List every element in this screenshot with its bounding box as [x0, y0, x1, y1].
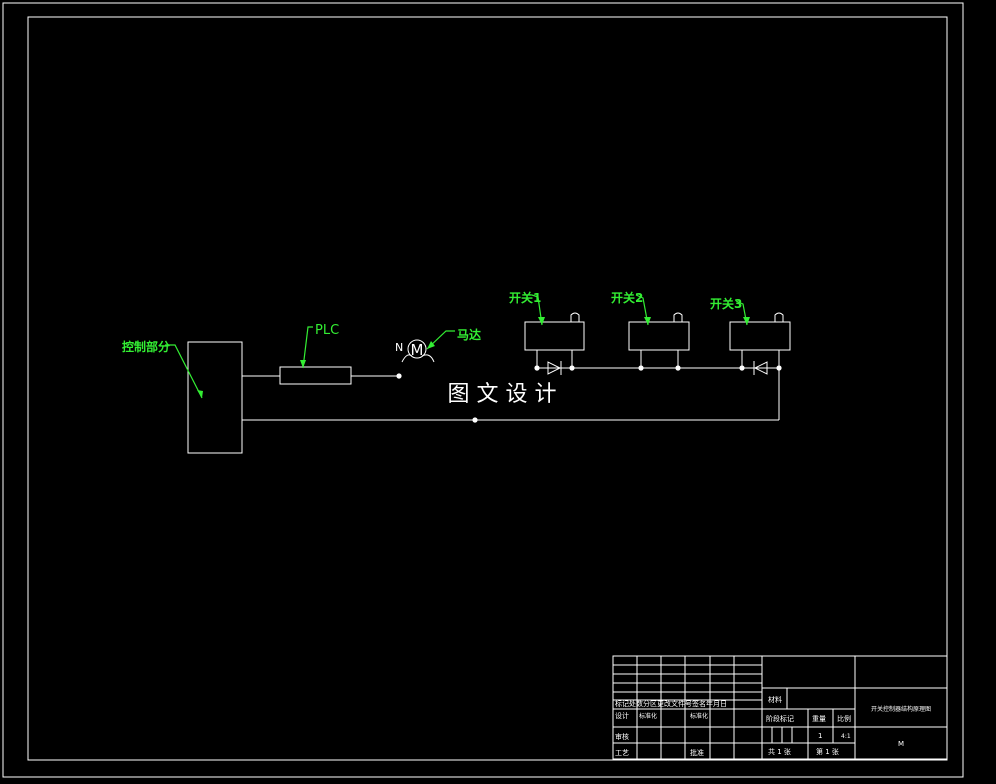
title-block-frame — [612, 655, 948, 760]
label-switch2: 开关2 — [611, 290, 643, 305]
tb-stage-mark: 阶段标记 — [766, 714, 794, 723]
label-control: 控制部分 — [122, 339, 170, 354]
leader-switch2 — [635, 294, 649, 326]
label-switch3: 开关3 — [710, 296, 742, 311]
motor-lead-left — [401, 354, 413, 363]
switch2-tab — [673, 312, 683, 322]
switch1-box — [524, 321, 585, 351]
node-s3-left — [739, 365, 745, 371]
switch2-box — [628, 321, 690, 351]
tb-mark-header: 标记处数分区更改文件号签名年月日 — [615, 699, 727, 708]
arrow-control — [197, 390, 203, 398]
motor-circle — [407, 339, 427, 359]
leader-motor — [426, 330, 455, 350]
motor-n-label: N — [395, 341, 403, 354]
node-s2-left — [638, 365, 644, 371]
tb-process: 工艺 — [615, 749, 629, 757]
motor-symbol: M — [411, 341, 424, 359]
switch3-tab — [774, 312, 784, 322]
node-return — [472, 417, 478, 423]
tb-material: 材料 — [768, 695, 782, 704]
label-switch1: 开关1 — [509, 290, 541, 305]
plc-box — [279, 366, 352, 385]
arrow-plc — [300, 360, 306, 368]
tb-standardize-2: 标准化 — [690, 712, 708, 720]
tb-weight-value: 1 — [818, 732, 822, 740]
label-motor: 马达 — [457, 327, 481, 342]
leader-plc — [302, 326, 313, 369]
inner-frame — [27, 16, 948, 761]
title-block: 标记处数分区更改文件号签名年月日 设计 标准化 标准化 审核 工艺 批准 材料 … — [612, 655, 948, 760]
motor-lead-right — [421, 354, 435, 363]
switch1-tab — [570, 312, 580, 322]
node-s1-left — [534, 365, 540, 371]
tb-scale-value: 4:1 — [841, 733, 851, 740]
switch3-box — [729, 321, 791, 351]
tb-standardize: 标准化 — [639, 712, 657, 720]
arrow-switch1 — [538, 317, 545, 325]
leader-switch1 — [531, 294, 543, 326]
tb-drawing-title: 开关控制器结构原理图 — [871, 705, 931, 713]
arrow-motor — [427, 341, 435, 349]
node-s2-right — [675, 365, 681, 371]
control-box — [187, 341, 243, 454]
tb-approve: 批准 — [690, 748, 704, 757]
tb-scale: 比例 — [837, 714, 851, 723]
watermark: 图 文 设 计 — [448, 382, 557, 407]
arrow-switch3 — [743, 317, 750, 325]
node-motor — [396, 373, 402, 379]
tb-sheet-number: 第 1 张 — [816, 747, 839, 756]
diode3 — [753, 361, 768, 375]
tb-sheets-total: 共 1 张 — [768, 747, 791, 756]
tb-design: 设计 — [615, 711, 629, 720]
leader-control — [165, 344, 203, 399]
outer-frame — [2, 2, 964, 778]
node-s1-right — [569, 365, 575, 371]
tb-weight: 重量 — [812, 715, 826, 723]
tb-review: 审核 — [615, 732, 629, 741]
tb-drawing-code: M — [898, 740, 904, 748]
label-plc: PLC — [315, 323, 339, 338]
diode1 — [547, 361, 562, 375]
arrow-switch2 — [644, 317, 651, 325]
